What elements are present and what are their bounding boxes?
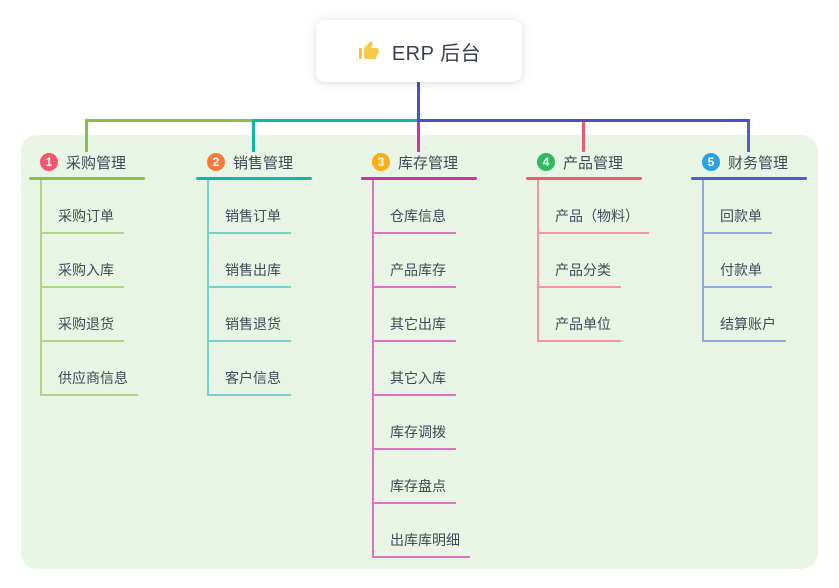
branch-1: 1 采购管理采购订单采购入库采购退货供应商信息: [29, 152, 179, 396]
branch-header-4[interactable]: 4 产品管理: [526, 152, 676, 172]
branch-number-badge: 3: [372, 153, 390, 171]
trunk-segment-left: [85, 119, 255, 122]
branch-children: 销售订单销售出库销售退货客户信息: [207, 180, 346, 396]
branch-label: 产品管理: [563, 154, 624, 172]
child-row: 产品库存: [374, 234, 511, 288]
child-row: 采购入库: [42, 234, 179, 288]
child-node[interactable]: 产品分类: [539, 260, 621, 288]
child-row: 回款单: [704, 180, 839, 234]
child-node[interactable]: 采购入库: [42, 260, 124, 288]
child-node[interactable]: 采购订单: [42, 206, 124, 234]
child-row: 结算账户: [704, 288, 839, 342]
child-row: 采购订单: [42, 180, 179, 234]
child-node[interactable]: 采购退货: [42, 314, 124, 342]
branch-4: 4 产品管理产品（物料） 产品分类产品单位: [526, 152, 676, 342]
thumbs-up-icon: [357, 39, 381, 63]
branch-drop-line-1: [85, 119, 88, 152]
child-node[interactable]: 其它入库: [374, 368, 456, 396]
child-row: 付款单: [704, 234, 839, 288]
child-row: 其它入库: [374, 342, 511, 396]
child-node[interactable]: 库存调拨: [374, 422, 456, 450]
branch-header-5[interactable]: 5 财务管理: [691, 152, 839, 172]
child-node[interactable]: 库存盘点: [374, 476, 456, 504]
branch-3: 3 库存管理仓库信息产品库存其它出库其它入库库存调拨库存盘点出库库明细: [361, 152, 511, 558]
branch-drop-line-4: [582, 119, 585, 152]
child-row: 采购退货: [42, 288, 179, 342]
root-label: ERP 后台: [391, 42, 482, 65]
branch-underline: [29, 177, 145, 180]
child-row: 产品分类: [539, 234, 676, 288]
child-row: 库存调拨: [374, 396, 511, 450]
child-node[interactable]: 供应商信息: [42, 368, 138, 396]
branch-number-badge: 1: [40, 153, 58, 171]
child-node[interactable]: 仓库信息: [374, 206, 456, 234]
child-node[interactable]: 产品（物料）: [539, 206, 649, 234]
child-node[interactable]: 产品单位: [539, 314, 621, 342]
branch-5: 5 财务管理回款单付款单结算账户: [691, 152, 839, 342]
branch-2: 2 销售管理销售订单销售出库销售退货客户信息: [196, 152, 346, 396]
child-node[interactable]: 客户信息: [209, 368, 291, 396]
branch-number-badge: 5: [702, 153, 720, 171]
trunk-segment-mid: [252, 119, 419, 122]
branch-header-1[interactable]: 1 采购管理: [29, 152, 179, 172]
child-row: 产品单位: [539, 288, 676, 342]
branch-header-3[interactable]: 3 库存管理: [361, 152, 511, 172]
branch-children: 采购订单采购入库采购退货供应商信息: [40, 180, 179, 396]
branch-drop-line-3: [417, 119, 420, 152]
child-row: 其它出库: [374, 288, 511, 342]
child-node[interactable]: 付款单: [704, 260, 772, 288]
branch-underline: [196, 177, 312, 180]
root-vertical-line: [417, 82, 420, 119]
branch-underline: [691, 177, 807, 180]
child-row: 仓库信息: [374, 180, 511, 234]
branch-number-badge: 2: [207, 153, 225, 171]
branches-panel: [21, 135, 818, 569]
branch-drop-line-5: [747, 119, 750, 152]
branch-label: 销售管理: [233, 154, 294, 172]
branch-number-badge: 4: [537, 153, 555, 171]
branch-header-2[interactable]: 2 销售管理: [196, 152, 346, 172]
branch-drop-line-2: [252, 119, 255, 152]
child-node[interactable]: 出库库明细: [374, 530, 470, 558]
child-node[interactable]: 结算账户: [704, 314, 786, 342]
branch-label: 库存管理: [398, 154, 459, 172]
trunk-segment-right: [417, 119, 750, 122]
child-row: 客户信息: [209, 342, 346, 396]
branch-underline: [526, 177, 642, 180]
root-node[interactable]: ERP 后台: [316, 20, 522, 82]
child-row: 供应商信息: [42, 342, 179, 396]
child-node[interactable]: 产品库存: [374, 260, 456, 288]
branch-label: 采购管理: [66, 154, 127, 172]
branch-label: 财务管理: [728, 154, 789, 172]
child-node[interactable]: 销售退货: [209, 314, 291, 342]
child-node[interactable]: 回款单: [704, 206, 772, 234]
branch-children: 回款单付款单结算账户: [702, 180, 839, 342]
child-row: 出库库明细: [374, 504, 511, 558]
child-row: 销售退货: [209, 288, 346, 342]
child-row: 库存盘点: [374, 450, 511, 504]
branch-children: 仓库信息产品库存其它出库其它入库库存调拨库存盘点出库库明细: [372, 180, 511, 558]
child-node[interactable]: 其它出库: [374, 314, 456, 342]
child-node[interactable]: 销售出库: [209, 260, 291, 288]
child-row: 产品（物料）: [539, 180, 676, 234]
child-row: 销售订单: [209, 180, 346, 234]
child-row: 销售出库: [209, 234, 346, 288]
branch-children: 产品（物料） 产品分类产品单位: [537, 180, 676, 342]
branch-underline: [361, 177, 477, 180]
child-node[interactable]: 销售订单: [209, 206, 291, 234]
